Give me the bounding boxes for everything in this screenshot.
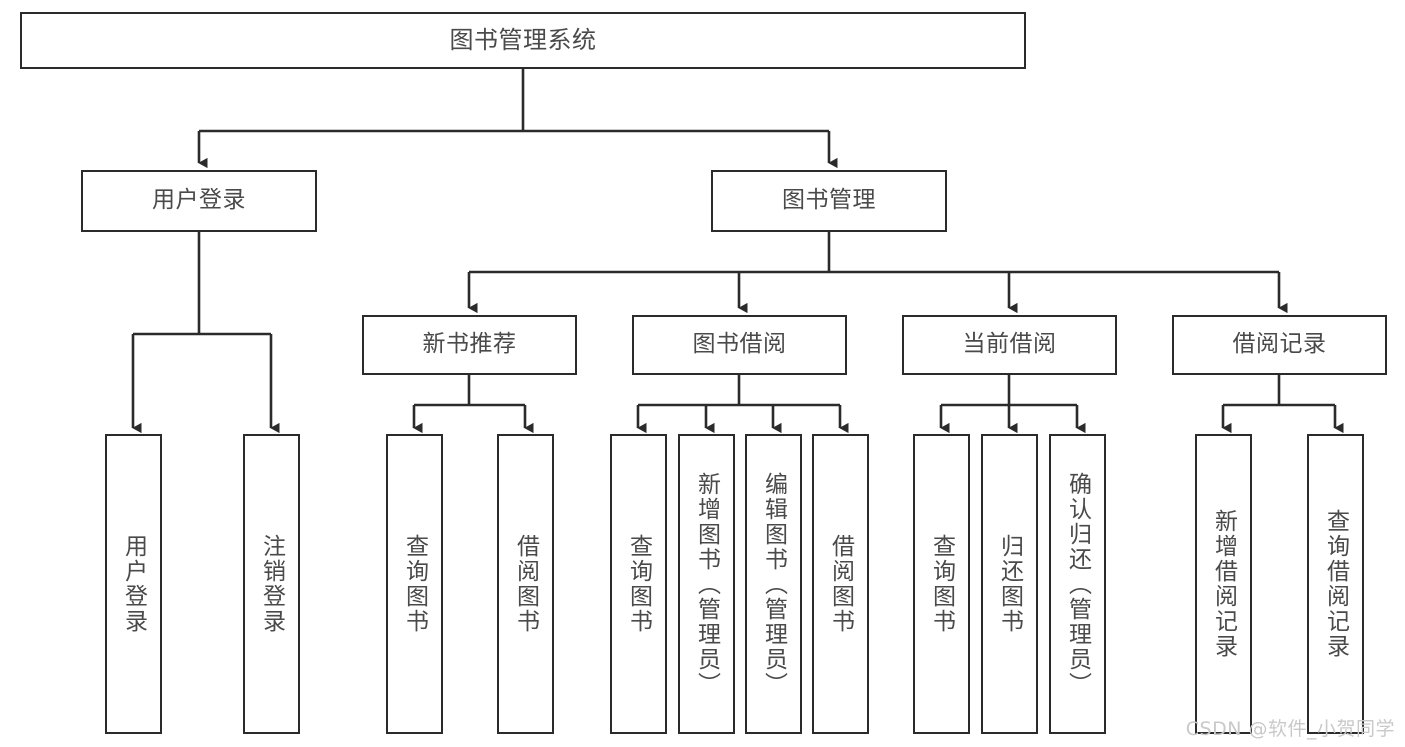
node-root-system[interactable]: 图书管理系统 — [20, 12, 1026, 69]
node-book-borrow[interactable]: 图书借阅 — [632, 315, 847, 375]
leaf-query-book-recommendation[interactable]: 查询图书 — [386, 434, 443, 734]
leaf-query-borrow-record[interactable]: 查询借阅记录 — [1307, 434, 1364, 734]
node-borrow-record[interactable]: 借阅记录 — [1172, 315, 1387, 375]
node-label: 图书管理系统 — [449, 26, 597, 55]
leaf-query-book-borrow[interactable]: 查询图书 — [610, 434, 667, 734]
node-current-borrow[interactable]: 当前借阅 — [902, 315, 1117, 375]
node-label: 新书推荐 — [422, 331, 517, 358]
node-label: 查询图书 — [401, 534, 428, 634]
leaf-query-book-current[interactable]: 查询图书 — [913, 434, 970, 734]
leaf-add-borrow-record[interactable]: 新增借阅记录 — [1195, 434, 1252, 734]
node-book-management[interactable]: 图书管理 — [711, 170, 947, 232]
node-label: 查询图书 — [928, 534, 955, 634]
node-label: 用户登录 — [152, 187, 246, 214]
leaf-borrow-book[interactable]: 借阅图书 — [812, 434, 869, 734]
node-label: 新增借阅记录 — [1210, 509, 1237, 659]
watermark: CSDN @软件_小贺同学 — [1185, 718, 1395, 740]
leaf-user-login[interactable]: 用户登录 — [105, 434, 162, 734]
node-label: 注销登录 — [258, 534, 285, 634]
node-label: 编辑图书（管理员） — [760, 471, 787, 697]
node-label: 归还图书 — [996, 534, 1023, 634]
node-label: 借阅图书 — [512, 534, 539, 634]
node-label: 查询图书 — [625, 534, 652, 634]
node-user-login[interactable]: 用户登录 — [81, 170, 317, 232]
node-label: 查询借阅记录 — [1322, 509, 1349, 659]
leaf-borrow-book-recommendation[interactable]: 借阅图书 — [497, 434, 554, 734]
node-label: 新增图书（管理员） — [693, 471, 720, 697]
node-label: 当前借阅 — [962, 331, 1057, 358]
node-label: 图书管理 — [782, 187, 876, 214]
leaf-confirm-return-admin[interactable]: 确认归还（管理员） — [1049, 434, 1106, 734]
node-label: 借阅记录 — [1232, 331, 1327, 358]
node-label: 借阅图书 — [827, 534, 854, 634]
node-new-book-recommendation[interactable]: 新书推荐 — [362, 315, 577, 375]
leaf-add-book-admin[interactable]: 新增图书（管理员） — [678, 434, 735, 734]
node-label: 图书借阅 — [692, 331, 787, 358]
leaf-logout[interactable]: 注销登录 — [243, 434, 300, 734]
node-label: 确认归还（管理员） — [1064, 471, 1091, 697]
leaf-edit-book-admin[interactable]: 编辑图书（管理员） — [745, 434, 802, 734]
node-label: 用户登录 — [120, 534, 147, 634]
leaf-return-book[interactable]: 归还图书 — [981, 434, 1038, 734]
